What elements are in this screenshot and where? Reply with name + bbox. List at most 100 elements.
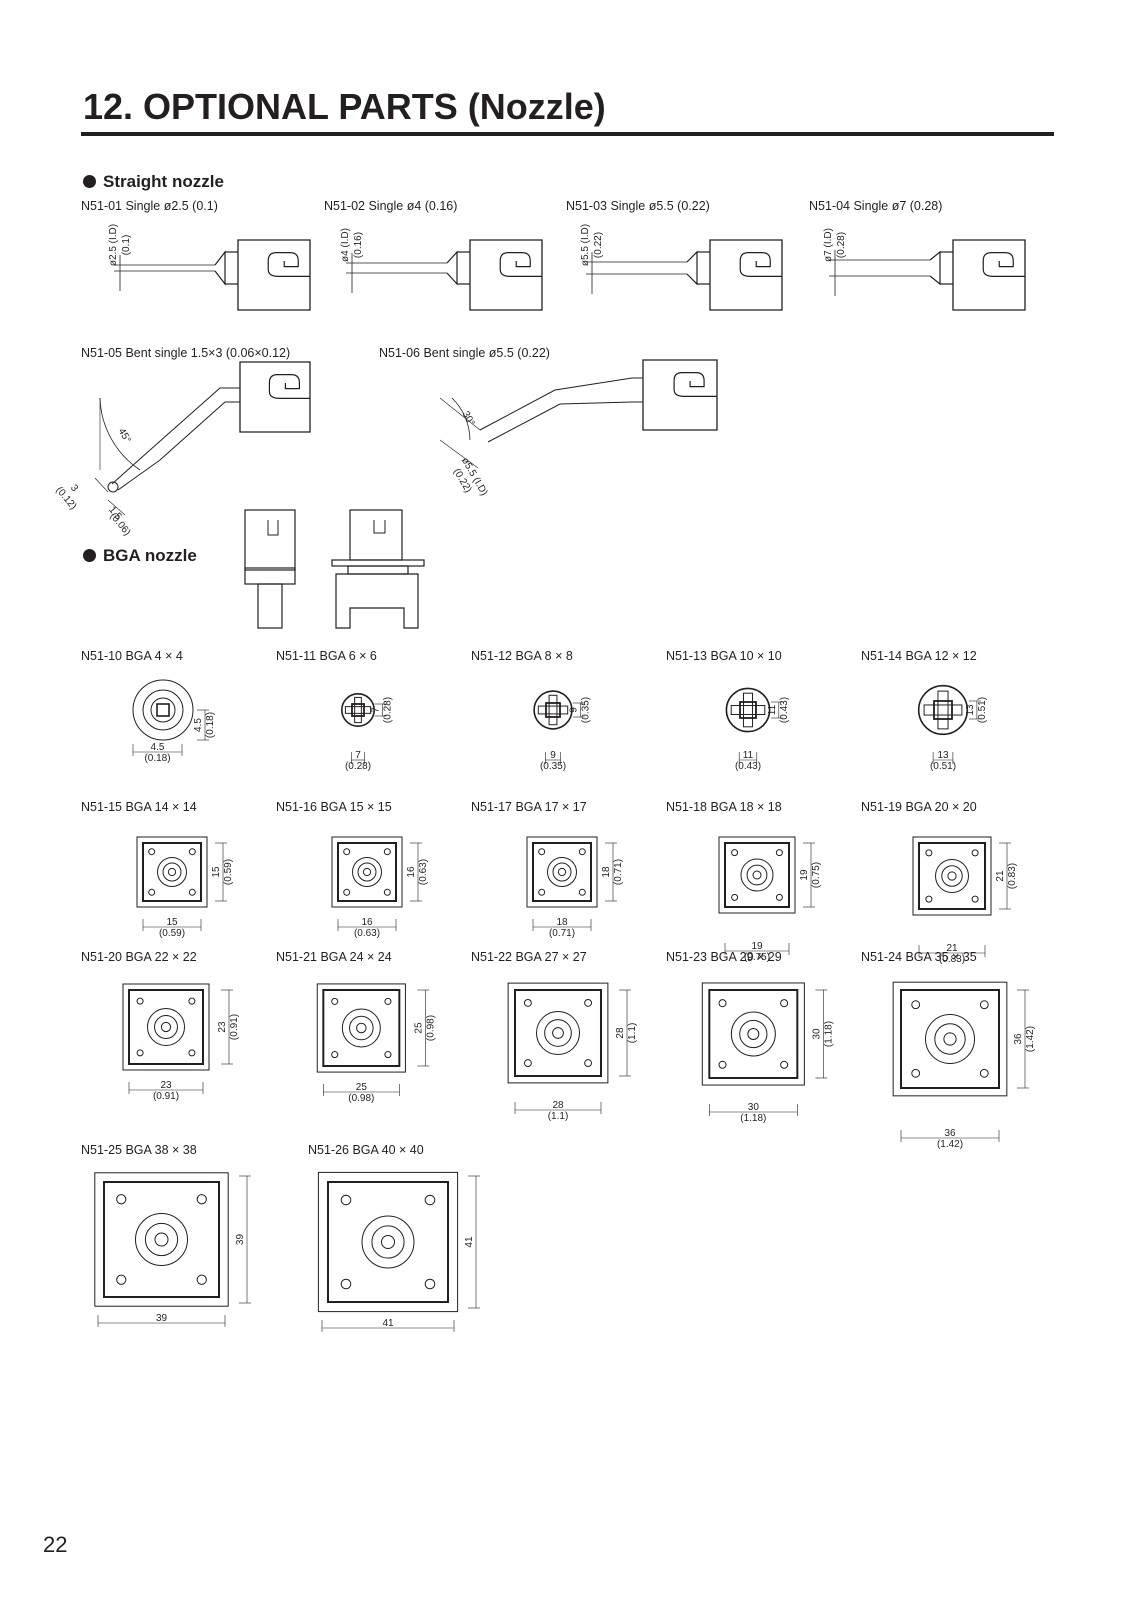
tube-collar <box>446 250 458 286</box>
suction-ring-mid <box>552 862 572 882</box>
bent-nozzle-n51-06: 30°ø5.5 (I.D)(0.22) <box>439 359 718 498</box>
width-label: 16 <box>361 917 373 928</box>
caption-n51-02: N51-02 Single ø4 (0.16) <box>324 199 458 213</box>
bga-dimensions: 11(0.43)11(0.43) <box>735 697 790 772</box>
section-bga-heading: BGA nozzle <box>83 546 197 566</box>
nozzle-head <box>642 359 718 431</box>
cross-vertical <box>354 696 362 724</box>
bga-n51-24: 36(1.42)36(1.42) <box>892 981 1036 1150</box>
outer-plate <box>912 836 992 916</box>
bga-dimensions: 23(0.91)23(0.91) <box>128 989 240 1102</box>
height-inch-label: (0.51) <box>977 697 988 723</box>
cross-horizontal <box>730 705 766 715</box>
width-label: 19 <box>751 941 763 952</box>
dim-b-inch-label: (0.06) <box>107 511 132 538</box>
suction-ring-outer <box>547 857 577 887</box>
outer-plate <box>316 983 406 1073</box>
mount-hole <box>196 1194 207 1205</box>
bga-caption-10: N51-19 BGA 20 × 20 <box>861 800 977 814</box>
mount-hole <box>188 997 196 1005</box>
width-label: 4.5 <box>151 742 165 753</box>
caption-n51-06: N51-06 Bent single ø5.5 (0.22) <box>379 346 550 360</box>
center-square <box>545 702 561 718</box>
bga-square <box>718 836 796 914</box>
outer-plate <box>331 836 403 908</box>
bga-square <box>526 836 598 908</box>
width-label: 11 <box>743 750 754 761</box>
inner-frame <box>708 989 799 1079</box>
suction-ring-mid <box>746 864 768 886</box>
width-inch-label: (0.75) <box>744 952 770 963</box>
height-inch-label: (0.59) <box>223 859 234 885</box>
inner-frame <box>322 989 401 1067</box>
height-inch-label: (0.63) <box>418 859 429 885</box>
suction-ring-mid <box>739 1019 768 1049</box>
title-rule <box>81 132 1054 136</box>
bga-square <box>136 836 208 908</box>
height-inch-label: (0.91) <box>229 1014 240 1040</box>
bent-nozzle-n51-05: 45°3(0.12)1.5(0.06) <box>53 361 311 538</box>
nozzle-head <box>709 239 783 311</box>
overview-plate <box>331 559 425 567</box>
tube-collar <box>929 250 941 286</box>
dim-line <box>439 439 479 469</box>
inner-frame <box>128 989 204 1065</box>
width-label: 30 <box>748 1102 760 1113</box>
bga-n51-14: 13(0.51)13(0.51) <box>917 684 988 772</box>
width-label: 9 <box>550 750 556 761</box>
straight-nozzle-4: ø7 (I.D)(0.28) <box>823 228 1026 311</box>
angle-label: 45° <box>116 426 133 445</box>
height-inch-label: (1.18) <box>823 1021 834 1047</box>
center-square <box>351 703 365 717</box>
height-inch-label: (0.83) <box>1007 863 1018 889</box>
suction-ring-outer <box>147 1008 185 1046</box>
bga-n51-12: 9(0.35)9(0.35) <box>533 690 592 772</box>
inner-frame <box>532 842 592 902</box>
width-inch-label: (0.43) <box>735 761 761 772</box>
width-inch-label: (0.63) <box>354 928 380 939</box>
mount-hole <box>188 848 196 856</box>
bga-square <box>316 983 406 1073</box>
bga-cross <box>533 690 573 730</box>
height-inch-label: (1.1) <box>627 1023 638 1044</box>
bullet-icon <box>83 175 96 188</box>
bga-caption-1: N51-10 BGA 4 × 4 <box>81 649 183 663</box>
outer-ring <box>132 679 194 741</box>
mount-hole <box>424 1194 436 1206</box>
bga-dimensions: 16(0.63)16(0.63) <box>337 842 429 939</box>
outer-plate <box>122 983 210 1071</box>
height-label: 25 <box>413 1022 424 1034</box>
height-label: 16 <box>406 866 417 878</box>
height-label: 15 <box>211 866 222 878</box>
height-label: 11 <box>767 704 778 715</box>
width-label: 28 <box>552 1100 564 1111</box>
hook-slot <box>499 252 542 277</box>
section-straight-heading: Straight nozzle <box>83 172 224 192</box>
suction-ring-outer <box>730 1011 776 1057</box>
head-outline <box>952 239 1026 311</box>
mount-hole <box>584 998 593 1007</box>
page-title: 12. OPTIONAL PARTS (Nozzle) <box>83 86 606 127</box>
cross-vertical <box>548 694 558 726</box>
suction-ring-mid <box>162 862 182 882</box>
tip-line <box>117 459 161 491</box>
mount-hole <box>188 888 196 896</box>
inner-diameter-inch-label: (0.28) <box>836 232 847 258</box>
inner-frame <box>724 842 790 908</box>
bga-dimensions: 13(0.51)13(0.51) <box>930 697 988 772</box>
cross-horizontal <box>923 704 963 716</box>
bga-caption-7: N51-16 BGA 15 × 15 <box>276 800 392 814</box>
mount-hole <box>343 848 351 856</box>
section-bga-label: BGA nozzle <box>103 546 197 565</box>
suction-ring-mid <box>357 862 377 882</box>
width-label: 7 <box>355 750 361 761</box>
tube-upper <box>149 387 240 451</box>
suction-center <box>557 867 567 877</box>
bga-square <box>94 1172 229 1307</box>
tip-line <box>111 449 151 485</box>
suction-ring-outer <box>135 1213 188 1266</box>
suction-ring-outer <box>352 857 382 887</box>
inner-diameter-inch-label: (0.22) <box>593 232 604 258</box>
